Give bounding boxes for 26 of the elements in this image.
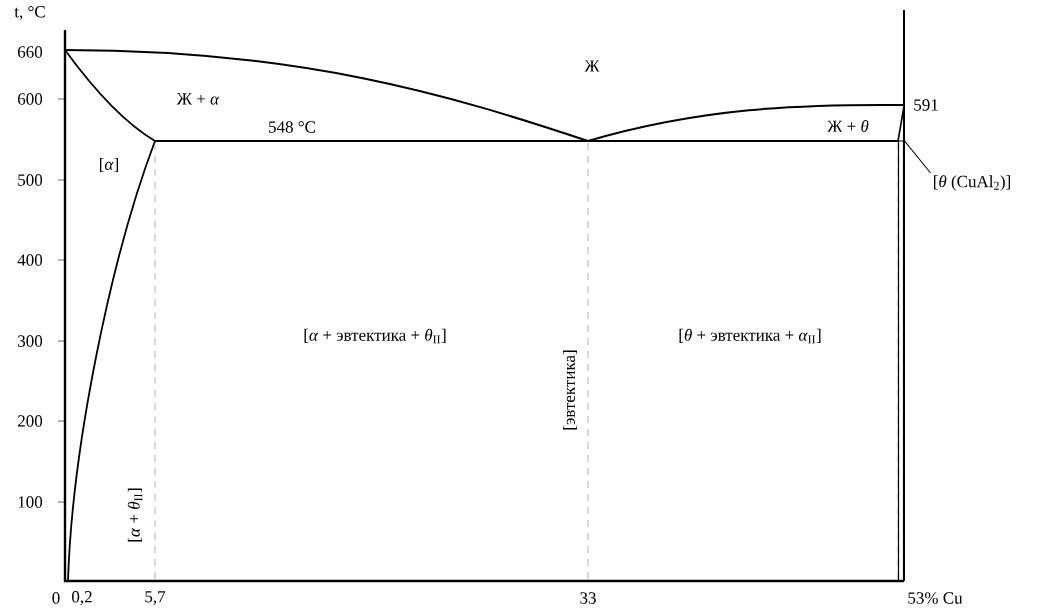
phase-label: [α] [100, 157, 118, 173]
tick-label: 660 [18, 46, 43, 58]
tick-label: 200 [18, 415, 43, 427]
value-label: 591 [914, 99, 938, 111]
tick-label: 33 [580, 592, 596, 604]
phase-label: Ж [584, 60, 600, 72]
leader-line [903, 139, 932, 174]
tick-label: 600 [18, 93, 43, 105]
phase-label: [эвтектика] [563, 350, 578, 430]
phase-label: [θ (CuAl$_{2}$)] [934, 175, 1011, 191]
tick-label: 400 [17, 254, 43, 266]
phase-label: Ж + α [176, 93, 220, 105]
tick-label: 5,7 [145, 591, 166, 605]
phase-label: [α + эвтектика + θ$_{II}$] [304, 328, 446, 344]
axis-title: t, °C [14, 6, 45, 20]
tick-label: 500 [18, 174, 43, 186]
phase-label: [θ + эвтектика + α$_{II}$] [679, 328, 821, 344]
value-label: 548 °C [269, 121, 315, 133]
tick-label: 0,2 [72, 591, 92, 605]
tick-label: 0 [52, 592, 60, 604]
tick-label: 300 [18, 335, 43, 347]
tick-label: 53% Cu [908, 592, 963, 604]
tick-label: 100 [18, 496, 43, 508]
phase-band [897, 140, 905, 582]
phase-label: Ж + θ [827, 119, 869, 133]
phase-label: [α + θ$_{II}$] [127, 488, 143, 542]
